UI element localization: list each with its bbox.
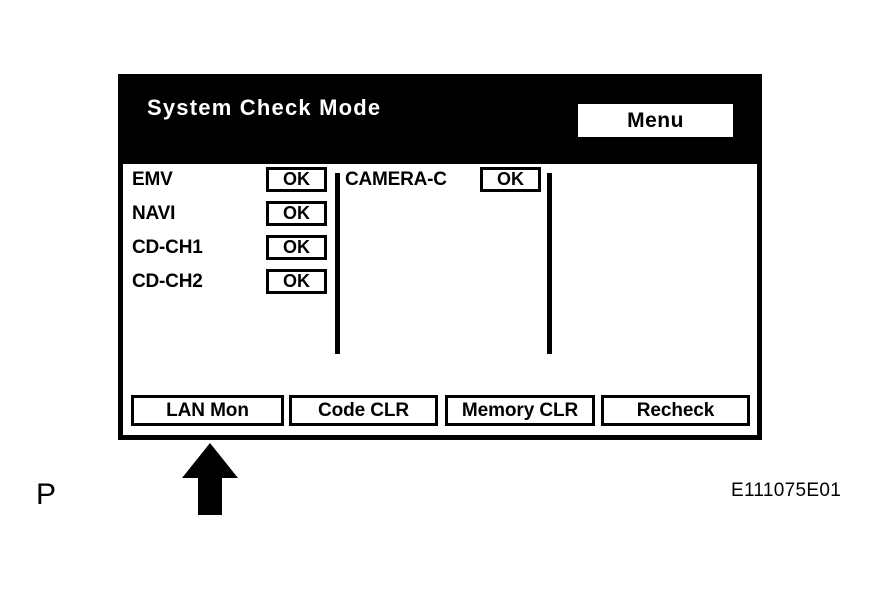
status-badge-cd-ch1[interactable]: OK bbox=[266, 235, 327, 260]
check-label-camera-c: CAMERA-C bbox=[345, 169, 447, 190]
system-check-screen-panel: System Check Mode Menu EMV OK NAVI OK CD… bbox=[118, 74, 762, 440]
page-marker: P bbox=[36, 478, 57, 511]
code-clr-button[interactable]: Code CLR bbox=[289, 395, 438, 426]
check-label-cd-ch1: CD-CH1 bbox=[132, 237, 203, 258]
memory-clr-button[interactable]: Memory CLR bbox=[445, 395, 595, 426]
check-results-area: EMV OK NAVI OK CD-CH1 OK CD-CH2 OK CAMER… bbox=[123, 164, 757, 435]
page-title: System Check Mode bbox=[147, 95, 382, 120]
bottom-button-bar: LAN Mon Code CLR Memory CLR Recheck bbox=[123, 390, 757, 435]
column-divider-1 bbox=[335, 173, 340, 354]
check-label-emv: EMV bbox=[132, 169, 173, 190]
status-badge-cd-ch2[interactable]: OK bbox=[266, 269, 327, 294]
status-badge-navi[interactable]: OK bbox=[266, 201, 327, 226]
menu-button[interactable]: Menu bbox=[578, 104, 733, 137]
check-label-navi: NAVI bbox=[132, 203, 176, 224]
check-label-cd-ch2: CD-CH2 bbox=[132, 271, 203, 292]
figure-id-label: E111075E01 bbox=[731, 480, 842, 501]
status-badge-emv[interactable]: OK bbox=[266, 167, 327, 192]
status-badge-camera-c[interactable]: OK bbox=[480, 167, 541, 192]
column-divider-2 bbox=[547, 173, 552, 354]
up-arrow-icon bbox=[182, 443, 238, 515]
screen-title-bar: System Check Mode Menu bbox=[123, 79, 757, 164]
lan-mon-button[interactable]: LAN Mon bbox=[131, 395, 284, 426]
recheck-button[interactable]: Recheck bbox=[601, 395, 750, 426]
